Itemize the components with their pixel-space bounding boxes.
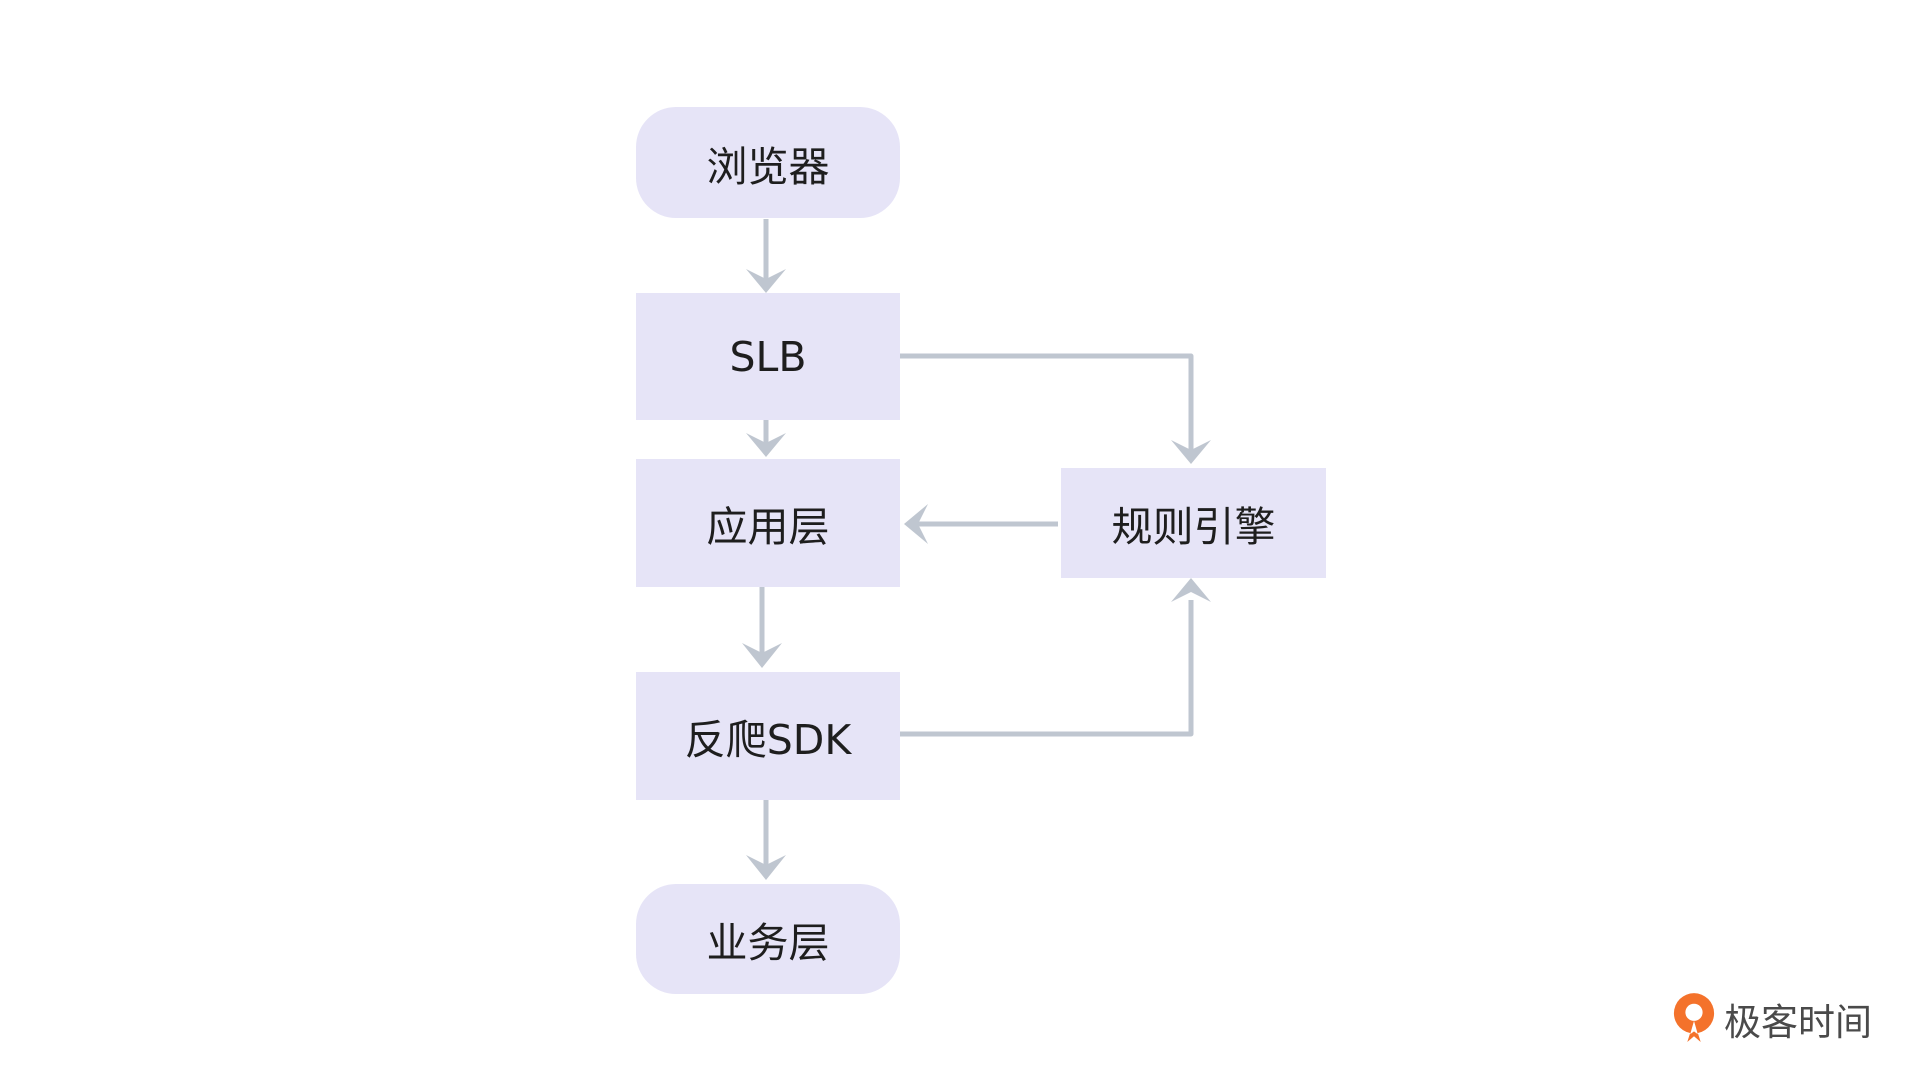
node-app-layer: 应用层 [636,459,900,587]
arrowhead-left-icon [904,504,928,544]
node-app-layer-label: 应用层 [706,503,830,551]
node-rule-engine-label: 规则引擎 [1111,503,1276,551]
node-business-layer-label: 业务层 [706,919,830,967]
node-business-layer: 业务层 [636,884,900,994]
node-anti-crawler-sdk: 反爬SDK [636,672,900,800]
arrowhead-down-icon [746,269,786,293]
node-browser: 浏览器 [636,107,900,218]
node-anti-crawler-sdk-label: 反爬SDK [684,716,852,764]
node-slb-label: SLB [729,332,807,381]
node-browser-label: 浏览器 [706,142,830,191]
arrowhead-down-icon [746,855,786,880]
node-rule-engine: 规则引擎 [1061,468,1326,578]
edge-slb-to-rule-engine [899,353,1194,452]
arrowhead-down-icon [746,433,786,457]
edge-sdk-to-rule-engine [899,600,1194,737]
arrowhead-up-icon [1171,578,1211,602]
watermark-text: 极客时间 [1724,1001,1872,1044]
arrowhead-down-icon [742,643,782,668]
geektime-watermark: 极客时间 [1672,991,1872,1047]
geektime-logo-icon [1673,993,1715,1042]
arrowhead-down-icon [1171,440,1211,464]
node-slb: SLB [636,293,900,420]
